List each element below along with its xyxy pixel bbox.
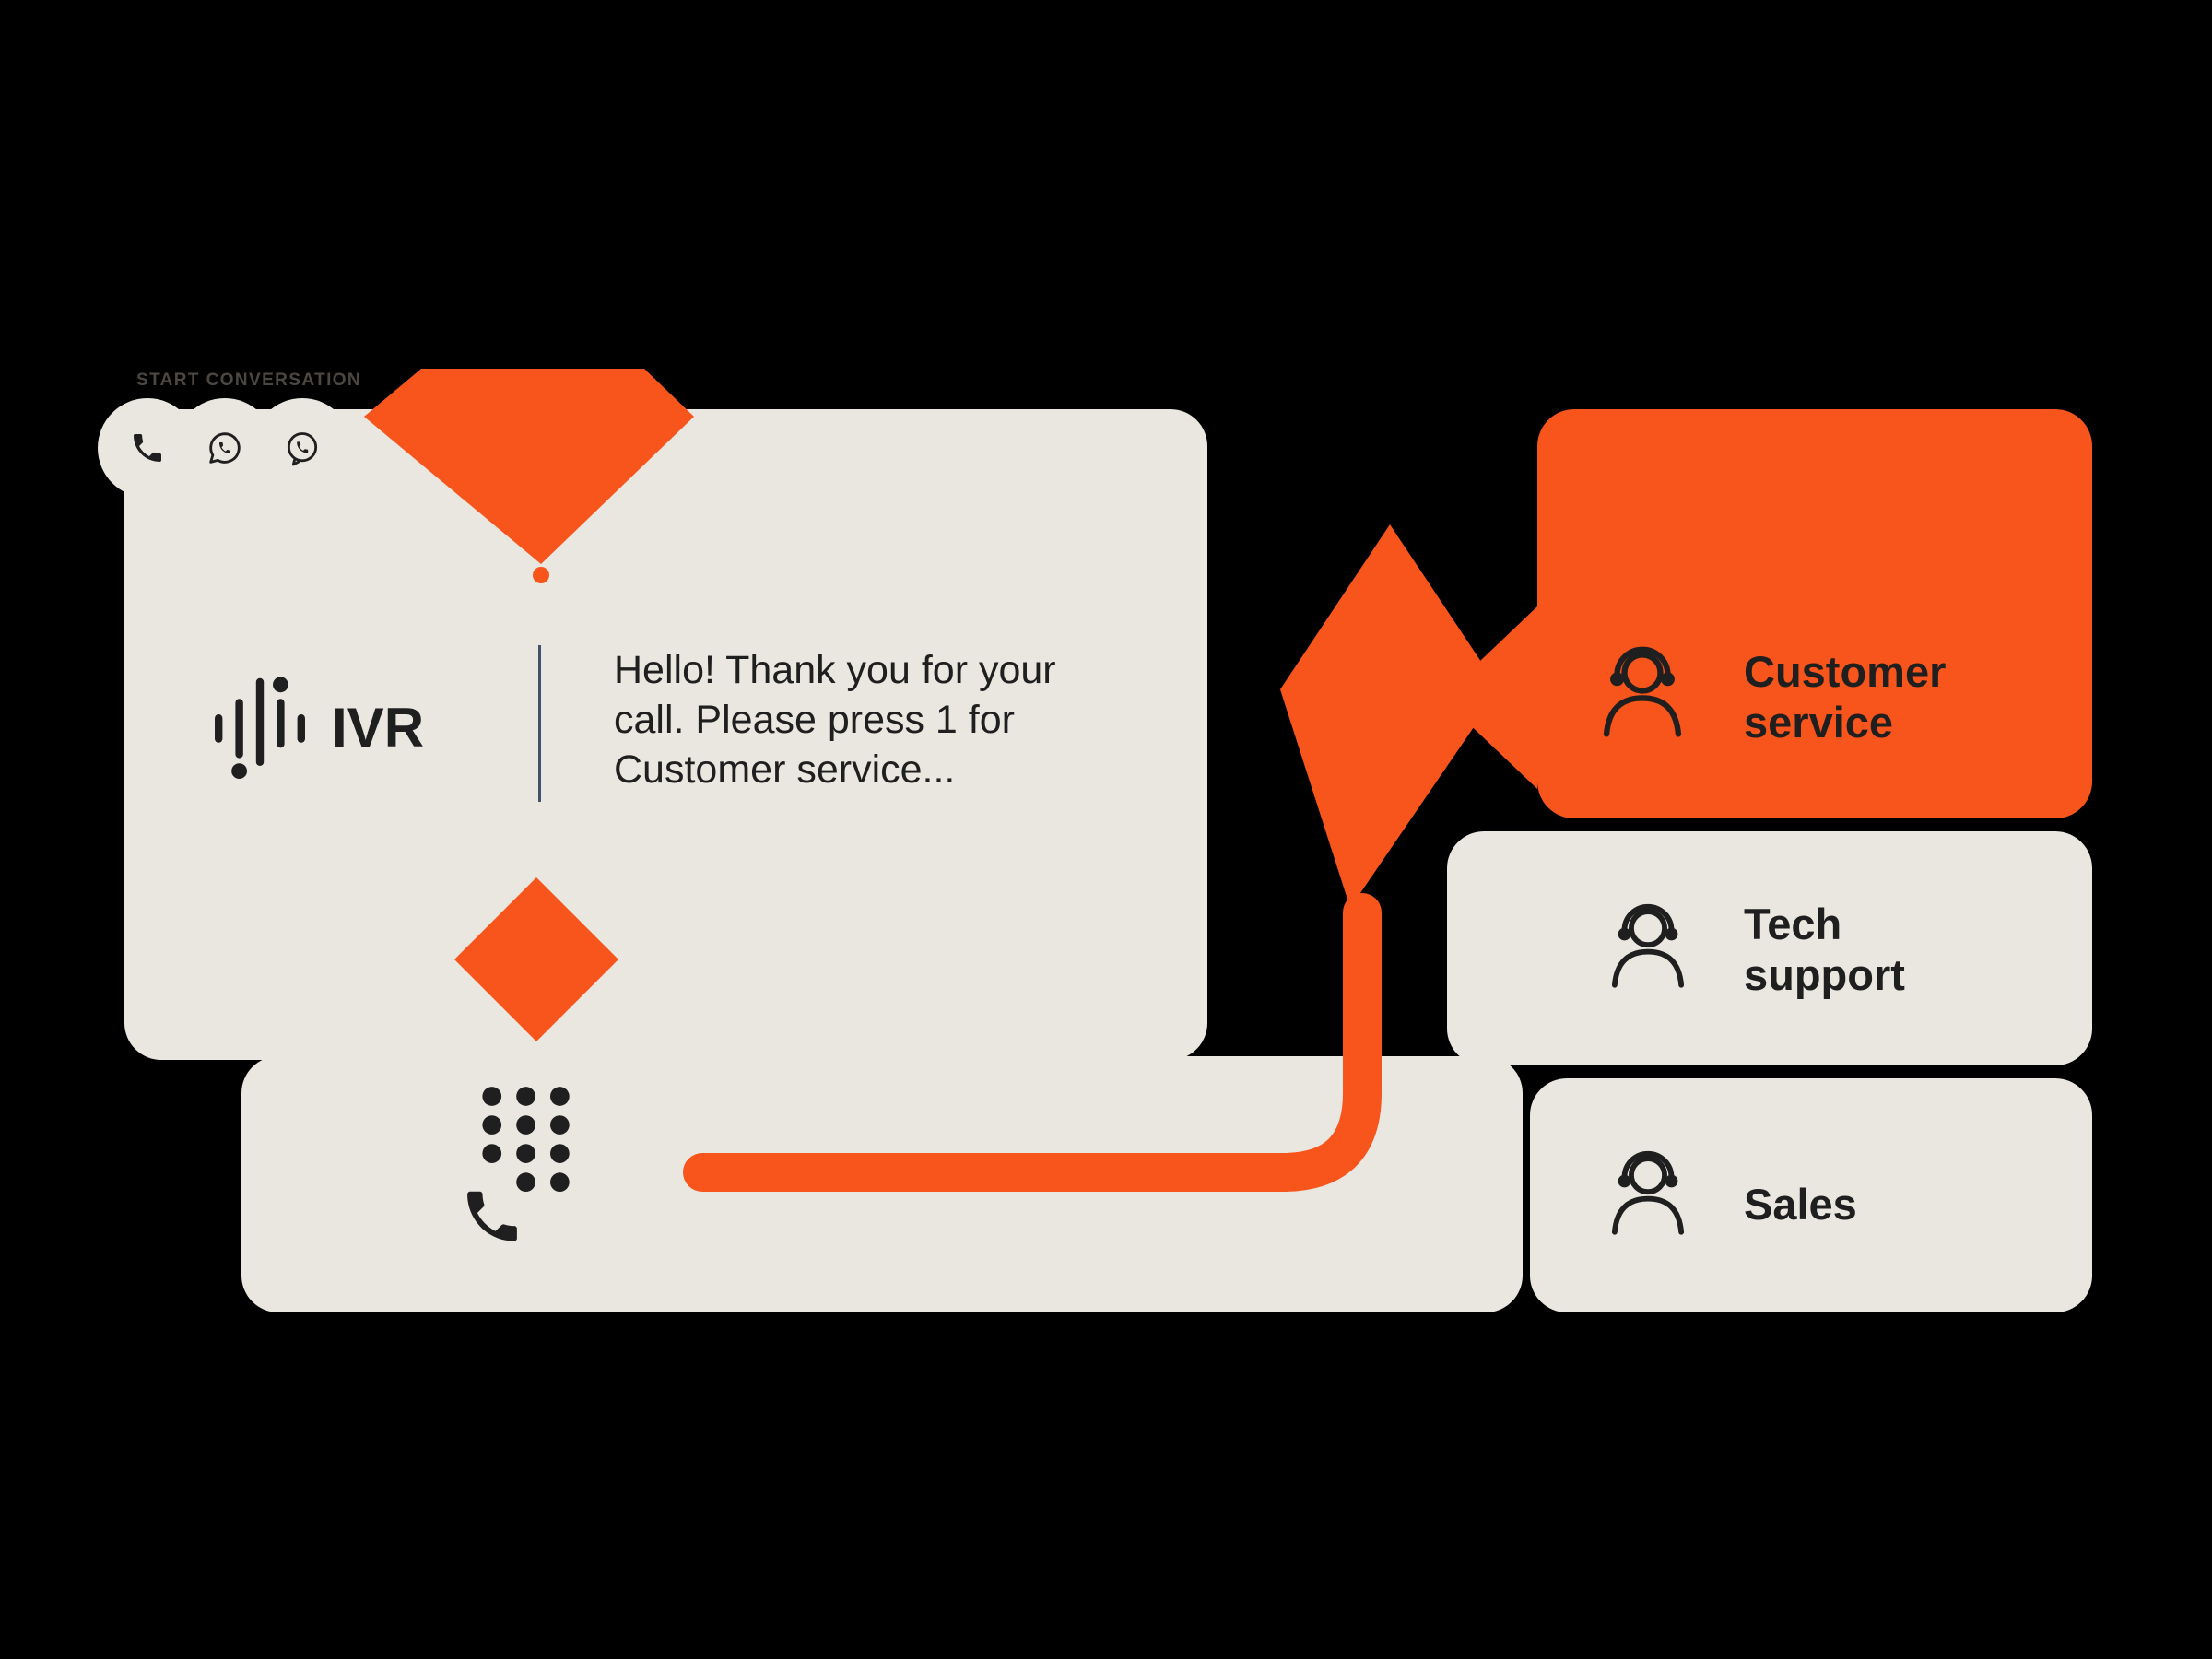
whatsapp-icon: [209, 432, 241, 464]
option-label-tech-support[interactable]: Tech support: [1744, 900, 1905, 999]
scallop-bump: [253, 398, 352, 498]
vertical-divider: [538, 645, 541, 802]
option-label-customer-service[interactable]: Customer service: [1744, 647, 1947, 747]
ivr-title: IVR: [332, 697, 425, 759]
message-line: Customer service...: [614, 747, 956, 793]
channel-whatsapp[interactable]: [206, 429, 243, 466]
channel-phone[interactable]: [129, 429, 166, 466]
ivr-greeting-message: Hello! Thank you for your call. Please p…: [614, 645, 1185, 795]
customer-service-card-point: [1441, 606, 1537, 789]
flow-diamond-mid: [454, 877, 618, 1041]
headset-agent-icon: [1601, 1137, 1695, 1241]
option-label-sales[interactable]: Sales: [1744, 1180, 1857, 1229]
message-line: call. Please press 1 for: [614, 698, 1015, 743]
viber-icon: [287, 432, 318, 466]
option-card-customer-service[interactable]: [1537, 409, 2092, 818]
flow-dot: [533, 567, 549, 583]
flow-arrow-diamond: [1280, 524, 1500, 908]
option-card-tech-support[interactable]: [1447, 831, 2092, 1065]
flow-diamond-top: [364, 369, 694, 564]
scallop-bump: [98, 398, 197, 498]
ivr-waveform-icon: [208, 669, 312, 785]
scallop-bump: [175, 398, 275, 498]
headset-agent-icon: [1592, 632, 1693, 743]
start-conversation-label: START CONVERSATION: [136, 371, 362, 390]
phone-icon: [134, 434, 161, 462]
channel-viber[interactable]: [284, 429, 321, 466]
option-card-sales[interactable]: [1530, 1078, 2092, 1312]
dialpad-phone-icon: [465, 1086, 571, 1255]
message-line: Hello! Thank you for your: [614, 648, 1056, 692]
headset-agent-icon: [1601, 890, 1695, 994]
flow-elbow-line: [683, 893, 1382, 1192]
